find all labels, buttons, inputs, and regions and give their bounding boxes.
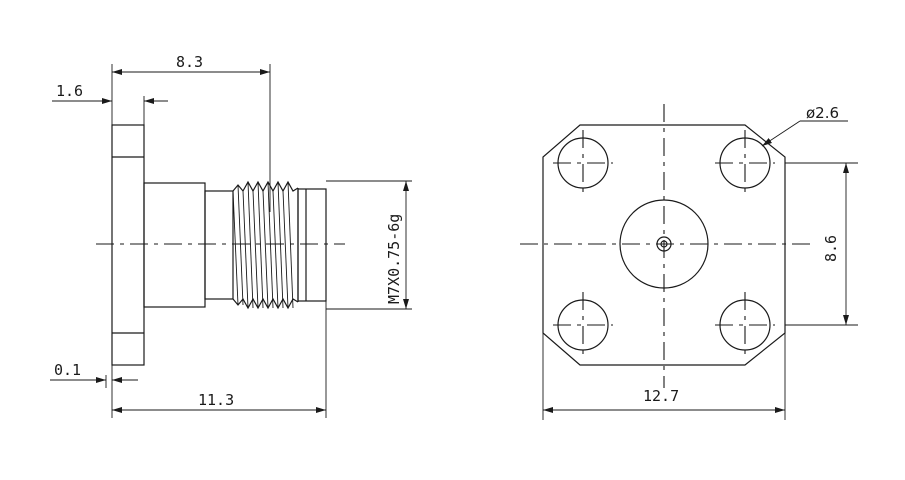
connector-neck [204,190,234,300]
dim-overall-top: 8.3 [176,53,203,71]
dim-gap: 0.1 [54,361,81,379]
flange-outline [111,124,145,366]
front-view: ø2.6 8.6 12.7 [520,104,858,420]
threaded-section [232,180,299,310]
side-view: 8.3 1.6 0.1 11.3 M7X0.75-6g [50,53,412,418]
dim-overall-bottom: 11.3 [198,391,234,409]
dim-flange-width: 12.7 [643,387,679,405]
dim-hole-diameter: ø2.6 [806,104,839,122]
dim-flange-thickness: 1.6 [56,82,83,100]
dim-hole-spacing: 8.6 [822,235,840,262]
flange-square [542,124,786,366]
connector-tip [297,188,327,302]
thread-spec: M7X0.75-6g [385,214,403,304]
connector-body [143,182,206,308]
